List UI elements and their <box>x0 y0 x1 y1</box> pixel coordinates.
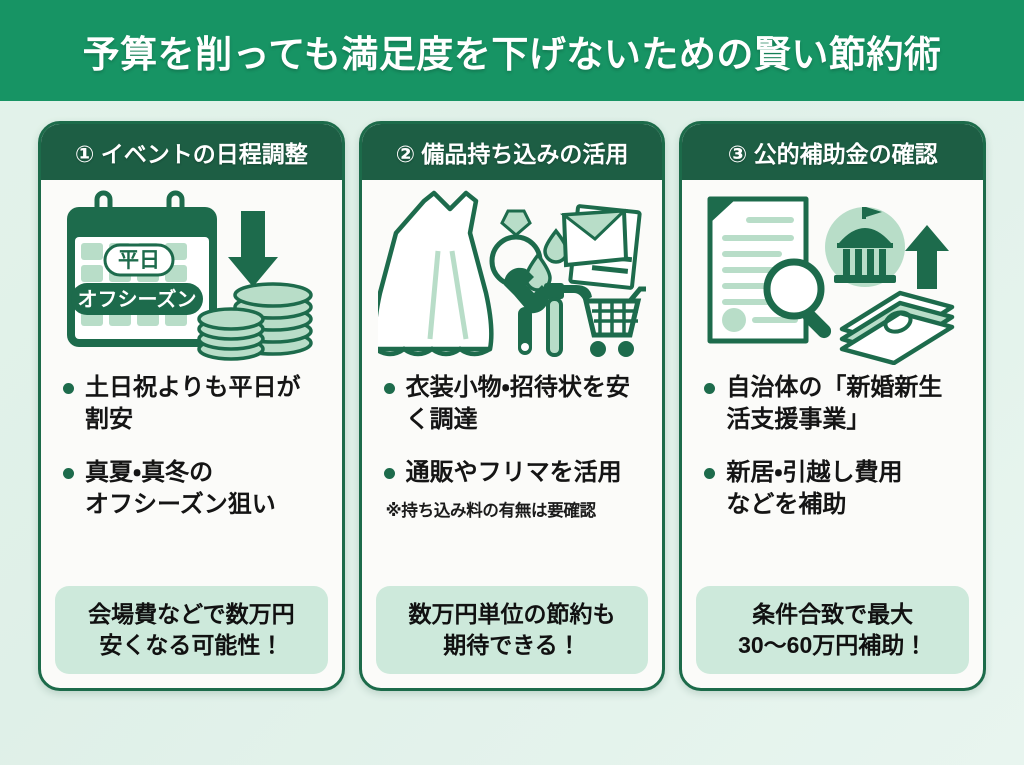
list-item: 土日祝よりも平日が割安 <box>63 372 324 435</box>
subsidy-illustration <box>696 186 969 368</box>
highlight-label: 数万円単位の節約も 期待できる！ <box>408 601 616 659</box>
card-body-1: 平日 オフシーズン <box>41 180 342 688</box>
calendar-coins-arrow-icon: 平日 オフシーズン <box>67 190 314 361</box>
document-magnifier-government-cash-icon <box>707 196 954 365</box>
bullet-list-1: 土日祝よりも平日が割安 真夏・真冬の オフシーズン狙い <box>55 368 328 574</box>
bullet-label: 新居・引越し費用 などを補助 <box>726 459 903 519</box>
cash-stack-icon <box>839 290 954 365</box>
wedding-dress-icon <box>378 190 494 357</box>
arrow-down-icon <box>228 211 279 287</box>
card-header-1: ① イベントの日程調整 <box>41 124 342 180</box>
calendar-offseason-label: オフシーズン <box>78 287 197 311</box>
invitation-icon <box>559 204 642 290</box>
list-item: 衣装小物・招待状を安く調達 <box>383 372 645 435</box>
bullet-label: 自治体の「新婚新生活支援事業」 <box>726 374 943 433</box>
bullet-dot-icon <box>383 468 395 480</box>
calendar-weekday-label: 平日 <box>118 249 160 272</box>
highlight-box-1: 会場費などで数万円 安くなる可能性！ <box>55 586 328 674</box>
highlight-box-2: 数万円単位の節約も 期待できる！ <box>375 586 649 674</box>
bullet-dot-icon <box>63 468 74 480</box>
card-header-3: ③ 公的補助金の確認 <box>682 124 984 180</box>
government-building-icon <box>824 207 905 287</box>
calendar-illustration: 平日 オフシーズン <box>55 186 328 368</box>
card-public-subsidy: ③ 公的補助金の確認 <box>679 121 987 691</box>
card-header-label-2: ② 備品持ち込みの活用 <box>395 141 629 167</box>
card-row: ① イベントの日程調整 <box>0 101 1024 765</box>
bullet-dot-icon <box>704 383 716 394</box>
earrings-icon <box>524 228 569 292</box>
bullet-list-2: 衣装小物・招待状を安く調達 通販やフリマを活用 ※持ち込み料の有無は要確認 <box>376 368 649 574</box>
card-header-2: ② 備品持ち込みの活用 <box>361 124 663 180</box>
card-schedule-adjustment: ① イベントの日程調整 <box>38 121 345 691</box>
coins-icon <box>197 282 314 361</box>
highlight-label: 会場費などで数万円 安くなる可能性！ <box>88 601 295 659</box>
bullet-label: 通販やフリマを活用 <box>405 459 622 487</box>
list-item: 通販やフリマを活用 <box>383 457 645 489</box>
bullet-label: 衣装小物・招待状を安く調達 <box>405 374 630 433</box>
card-header-label-3: ③ 公的補助金の確認 <box>727 141 938 167</box>
items-illustration <box>376 186 649 368</box>
dress-ring-invitation-tools-cart-icon <box>378 190 646 357</box>
list-item: 自治体の「新婚新生活支援事業」 <box>704 372 965 435</box>
page-header: 予算を削っても満足度を下げないための賢い節約術 <box>0 0 1024 101</box>
card-header-label-1: ① イベントの日程調整 <box>74 141 308 167</box>
shopping-cart-icon <box>582 286 646 357</box>
bullet-label: 土日祝よりも平日が割安 <box>85 374 301 433</box>
page-title: 予算を削っても満足度を下げないための賢い節約術 <box>82 33 942 75</box>
bullet-dot-icon <box>63 383 74 394</box>
card-bring-own-items: ② 備品持ち込みの活用 <box>358 121 666 691</box>
highlight-label: 条件合致で最大 30〜60万円補助！ <box>738 601 928 659</box>
magnifier-icon <box>763 258 831 339</box>
hammer-icon <box>544 283 592 357</box>
wrench-icon <box>503 267 549 355</box>
bullet-list-3: 自治体の「新婚新生活支援事業」 新居・引越し費用 などを補助 <box>696 368 969 574</box>
list-item: 真夏・真冬の オフシーズン狙い <box>63 457 324 520</box>
bullet-label: 真夏・真冬の オフシーズン狙い <box>85 459 276 519</box>
bullet-dot-icon <box>383 383 395 394</box>
highlight-box-3: 条件合致で最大 30〜60万円補助！ <box>696 586 970 674</box>
bullet-dot-icon <box>704 468 716 480</box>
list-item: 新居・引越し費用 などを補助 <box>704 457 965 520</box>
footnote: ※持ち込み料の有無は要確認 <box>385 502 596 521</box>
arrow-up-icon <box>904 225 949 289</box>
card-body-2: 衣装小物・招待状を安く調達 通販やフリマを活用 ※持ち込み料の有無は要確認 数万… <box>362 180 663 688</box>
card-body-3: 自治体の「新婚新生活支援事業」 新居・引越し費用 などを補助 条件合致で最大 3… <box>682 180 983 688</box>
